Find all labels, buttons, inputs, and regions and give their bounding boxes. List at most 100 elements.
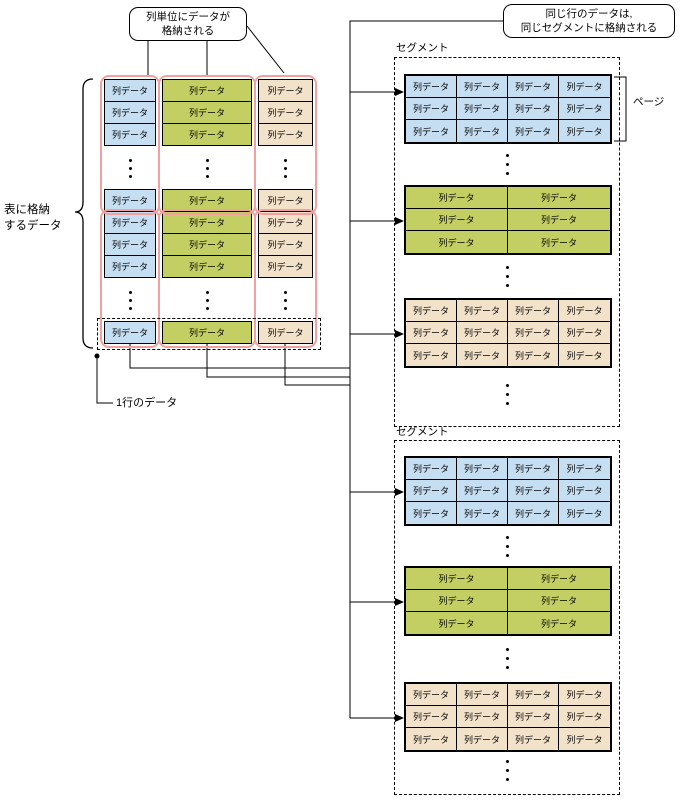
page-label: ページ	[633, 96, 665, 108]
page-cell: 列データ	[457, 98, 508, 120]
page-cell: 列データ	[406, 684, 457, 706]
page-cell: 列データ	[457, 706, 508, 728]
segment-box-1	[394, 57, 620, 427]
page-cell: 列データ	[457, 728, 508, 750]
table-cell: 列データ	[104, 211, 156, 234]
page-cell: 列データ	[559, 344, 610, 366]
ellipsis-dots	[506, 384, 509, 405]
ellipsis-dots	[258, 278, 313, 322]
table-cell: 列データ	[258, 255, 313, 278]
page-cell: 列データ	[406, 187, 508, 209]
table-data-label-line1: 表に格納	[4, 204, 50, 216]
table-cell: 列データ	[104, 101, 156, 124]
ellipsis-dots	[104, 146, 156, 190]
ellipsis-dots	[104, 278, 156, 322]
page-cell: 列データ	[508, 98, 559, 120]
table-outlet-lines	[129, 344, 350, 386]
page-cell: 列データ	[406, 344, 457, 366]
page-cell: 列データ	[559, 684, 610, 706]
page-cell: 列データ	[406, 231, 508, 253]
ellipsis-dots	[506, 648, 509, 669]
callout-text: 同じ行のデータは,	[545, 8, 633, 20]
page-cell: 列データ	[508, 322, 559, 344]
page-cell: 列データ	[508, 728, 559, 750]
page-cell: 列データ	[457, 458, 508, 480]
table-data-label: 表に格納 するデータ	[4, 202, 62, 234]
callout-text: 同じセグメントに格納される	[520, 22, 658, 34]
page-grid-blue-1: 列データ列データ列データ列データ列データ列データ列データ列データ列データ列データ…	[404, 74, 612, 144]
one-row-label: 1行のデータ	[116, 397, 178, 409]
page-grid-tan-1: 列データ列データ列データ列データ列データ列データ列データ列データ列データ列データ…	[404, 298, 612, 368]
table-cell: 列データ	[258, 211, 313, 234]
table-cell: 列データ	[104, 255, 156, 278]
table-cell: 列データ	[162, 233, 252, 256]
page-cell: 列データ	[508, 502, 559, 524]
page-cell: 列データ	[406, 120, 457, 142]
ellipsis-dots	[258, 146, 313, 190]
page-cell: 列データ	[457, 344, 508, 366]
table-column-green: 列データ列データ列データ列データ列データ列データ列データ列データ	[162, 79, 252, 344]
callout-same-row: 同じ行のデータは, 同じセグメントに格納される	[503, 4, 675, 38]
ellipsis-dots	[506, 154, 509, 175]
callout-column-unit: 列単位にデータが 格納される	[129, 7, 247, 41]
page-cell: 列データ	[559, 480, 610, 502]
table-column-blue: 列データ列データ列データ列データ列データ列データ列データ列データ	[104, 79, 156, 344]
trunk-line	[349, 20, 503, 718]
table-cell: 列データ	[258, 233, 313, 256]
page-cell: 列データ	[508, 612, 610, 634]
page-cell: 列データ	[508, 76, 559, 98]
table-column-tan: 列データ列データ列データ列データ列データ列データ列データ列データ	[258, 79, 313, 344]
table-cell: 列データ	[104, 189, 156, 212]
page-cell: 列データ	[559, 728, 610, 750]
page-cell: 列データ	[508, 590, 610, 612]
page-cell: 列データ	[406, 706, 457, 728]
table-cell: 列データ	[162, 255, 252, 278]
page-cell: 列データ	[559, 458, 610, 480]
page-cell: 列データ	[559, 98, 610, 120]
segment-arrows	[350, 88, 404, 722]
table-cell: 列データ	[104, 321, 156, 344]
segment-label-1: セグメント	[396, 42, 449, 54]
table-cell: 列データ	[162, 79, 252, 102]
one-row-connector	[94, 353, 113, 404]
page-cell: 列データ	[457, 480, 508, 502]
page-grid-blue-2: 列データ列データ列データ列データ列データ列データ列データ列データ列データ列データ…	[404, 456, 612, 526]
segment-box-2	[394, 440, 620, 795]
page-grid-tan-2: 列データ列データ列データ列データ列データ列データ列データ列データ列データ列データ…	[404, 682, 612, 752]
page-cell: 列データ	[559, 706, 610, 728]
page-cell: 列データ	[508, 706, 559, 728]
page-cell: 列データ	[559, 120, 610, 142]
page-cell: 列データ	[406, 300, 457, 322]
ellipsis-dots	[506, 760, 509, 781]
page-cell: 列データ	[508, 187, 610, 209]
ellipsis-dots	[506, 266, 509, 287]
page-cell: 列データ	[508, 120, 559, 142]
page-cell: 列データ	[508, 480, 559, 502]
page-cell: 列データ	[559, 502, 610, 524]
page-cell: 列データ	[559, 76, 610, 98]
page-grid-green-1: 列データ列データ列データ列データ列データ列データ	[404, 185, 612, 255]
page-cell: 列データ	[406, 590, 508, 612]
page-cell: 列データ	[559, 322, 610, 344]
table-cell: 列データ	[104, 233, 156, 256]
page-cell: 列データ	[406, 76, 457, 98]
page-cell: 列データ	[406, 502, 457, 524]
page-bracket	[614, 76, 627, 142]
page-cell: 列データ	[406, 458, 457, 480]
callout-text: 格納される	[161, 25, 215, 37]
callout-pointer-lines	[147, 25, 285, 75]
page-cell: 列データ	[406, 209, 508, 231]
table-cell: 列データ	[258, 321, 313, 344]
segment-label-2: セグメント	[396, 426, 449, 438]
page-cell: 列データ	[508, 684, 559, 706]
table-cell: 列データ	[104, 79, 156, 102]
table-cell: 列データ	[162, 101, 252, 124]
page-cell: 列データ	[457, 684, 508, 706]
page-cell: 列データ	[406, 728, 457, 750]
page-cell: 列データ	[508, 458, 559, 480]
callout-text: 列単位にデータが	[146, 11, 230, 23]
ellipsis-dots	[162, 278, 252, 322]
page-cell: 列データ	[508, 568, 610, 590]
table-cell: 列データ	[162, 211, 252, 234]
